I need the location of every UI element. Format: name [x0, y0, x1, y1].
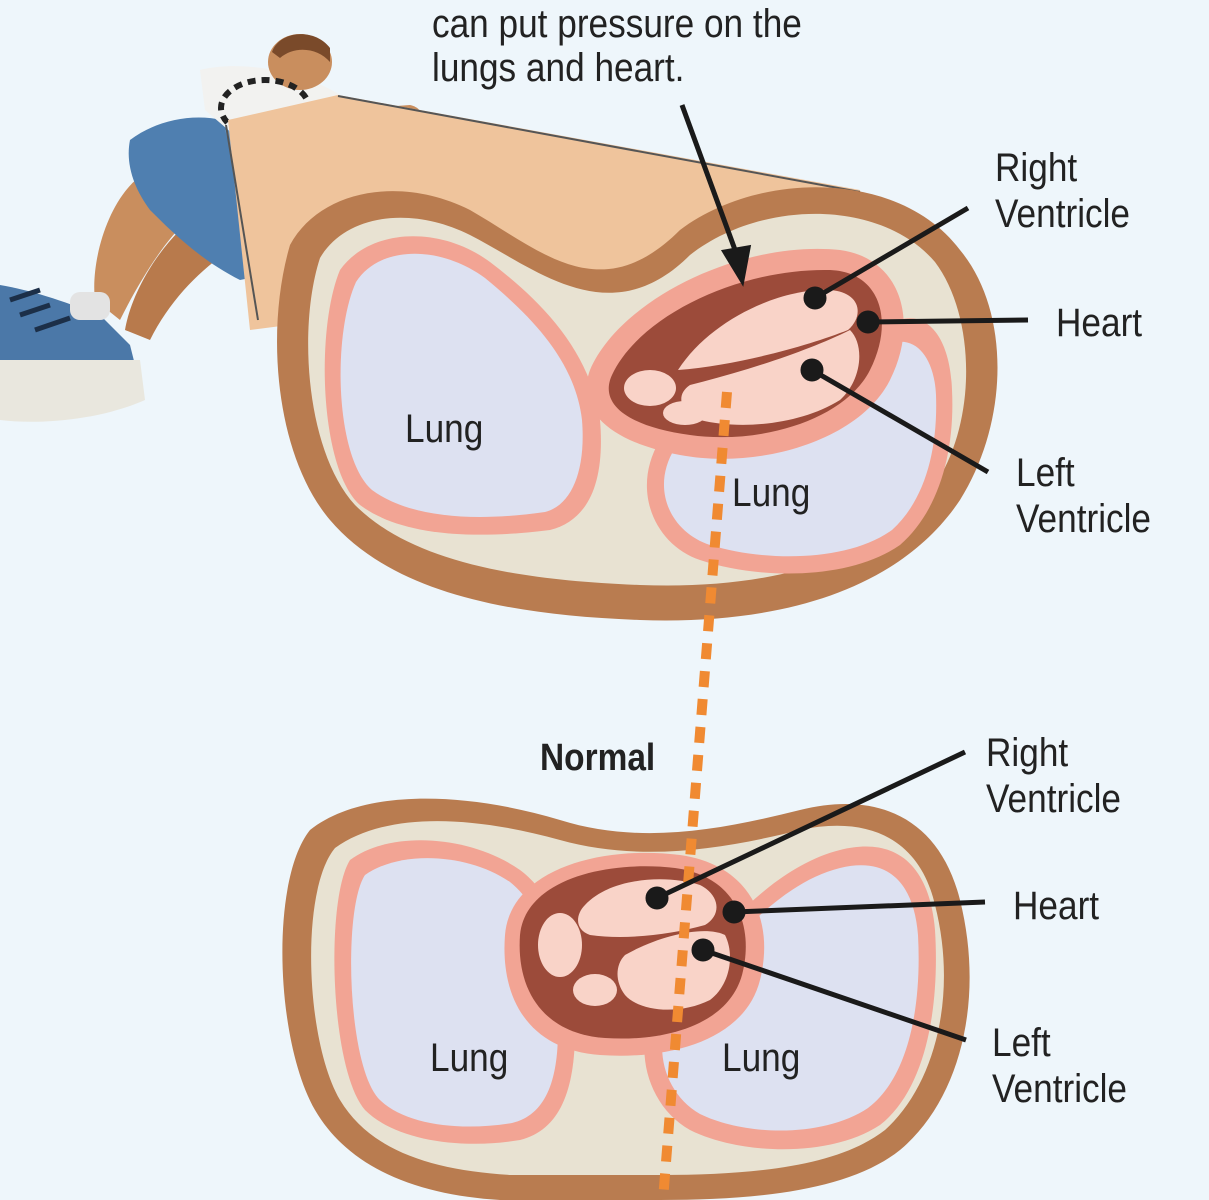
bottom-left-ventricle-label: Left Ventricle — [992, 1021, 1128, 1111]
top-lung-right-label: Lung — [732, 471, 811, 515]
caption-line-1: can put pressure on the — [432, 2, 802, 46]
top-heart-label: Heart — [1056, 301, 1143, 345]
bottom-lung-left-label: Lung — [430, 1036, 509, 1080]
bottom-lung-right-label: Lung — [722, 1036, 801, 1080]
caption-text: can put pressure on the lungs and heart. — [432, 2, 846, 90]
bottom-right-ventricle-label: Right Ventricle — [986, 731, 1122, 821]
normal-title: Normal — [540, 737, 656, 779]
midline-dashed — [658, 391, 732, 1200]
bottom-cross-section — [282, 798, 970, 1200]
caption-line-2: lungs and heart. — [432, 46, 685, 90]
top-cross-section — [277, 187, 998, 621]
bottom-pointers — [645, 749, 986, 1043]
top-lung-left-label: Lung — [405, 407, 484, 451]
bottom-heart-label: Heart — [1013, 884, 1100, 928]
top-right-ventricle-label: Right Ventricle — [995, 146, 1131, 236]
top-left-ventricle-label: Left Ventricle — [1016, 451, 1152, 541]
top-pointers — [679, 104, 1029, 475]
